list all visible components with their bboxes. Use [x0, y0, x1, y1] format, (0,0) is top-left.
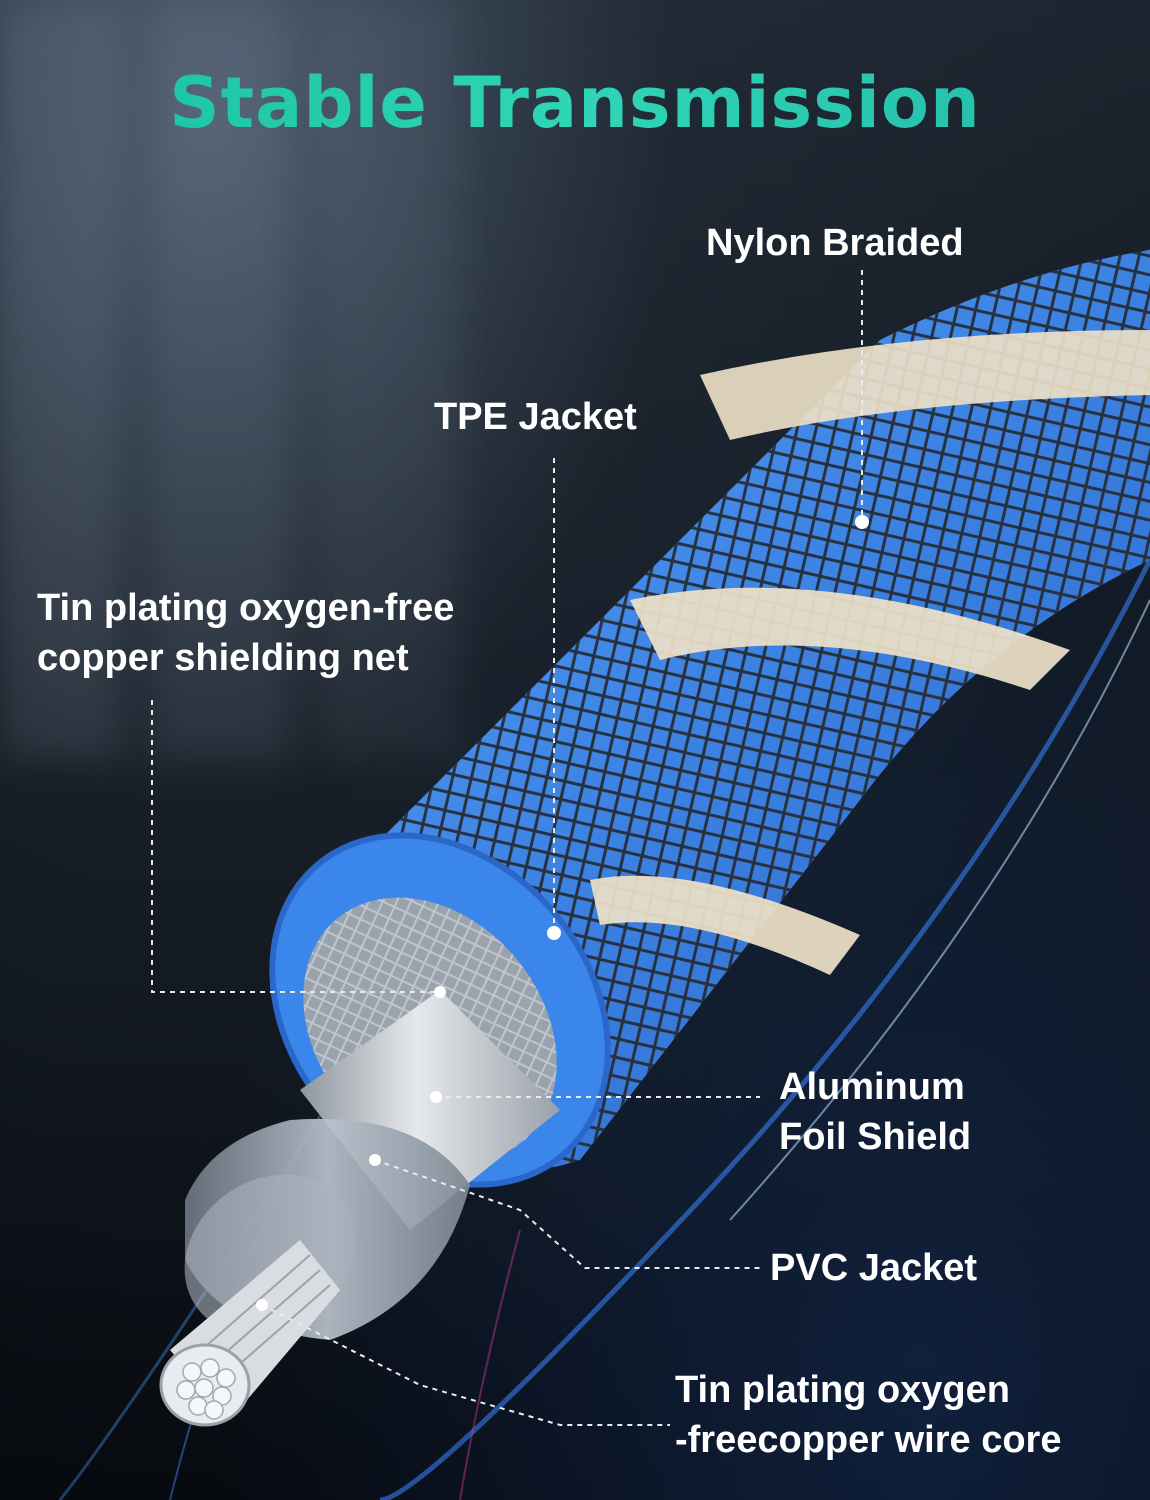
label-text: Aluminum	[779, 1066, 965, 1108]
window-light-reflection	[0, 0, 520, 760]
label-text: copper shielding net	[37, 637, 409, 679]
label-text: Foil Shield	[779, 1116, 972, 1158]
label-text: TPE Jacket	[434, 396, 637, 438]
label-text: -freecopper wire core	[675, 1419, 1062, 1461]
label-aluminum-foil-shield: Aluminum Foil Shield	[779, 1062, 971, 1162]
label-copper-shielding-net: Tin plating oxygen-free copper shielding…	[37, 583, 454, 683]
leader-dots	[256, 515, 869, 1311]
label-tpe-jacket: TPE Jacket	[434, 392, 637, 442]
page-title: Stable Transmission	[0, 62, 1150, 144]
leader-lines	[151, 270, 863, 1426]
label-text: Nylon Braided	[706, 222, 964, 264]
label-nylon-braided: Nylon Braided	[706, 218, 964, 268]
cream-stripe	[590, 875, 860, 975]
label-text: Tin plating oxygen	[675, 1369, 1010, 1411]
cream-stripe	[630, 587, 1070, 690]
label-text: PVC Jacket	[770, 1247, 978, 1289]
label-wire-core: Tin plating oxygen -freecopper wire core	[675, 1365, 1061, 1465]
cream-stripe	[700, 330, 1150, 440]
label-text: Tin plating oxygen-free	[37, 587, 455, 629]
label-pvc-jacket: PVC Jacket	[770, 1243, 977, 1293]
